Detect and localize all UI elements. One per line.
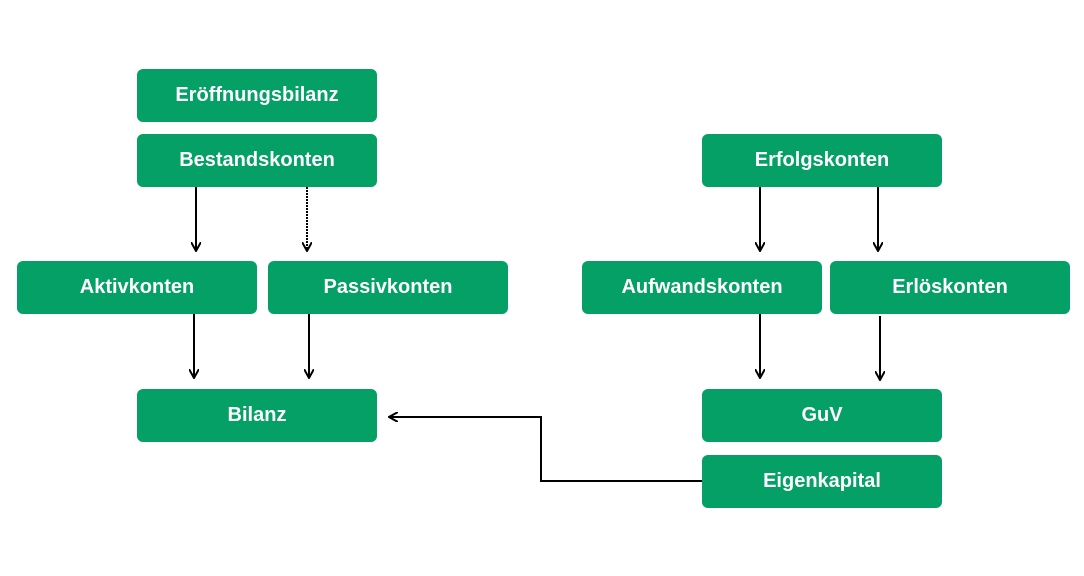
node-bilanz: Bilanz xyxy=(137,389,377,442)
node-eroeffnungsbilanz: Eröffnungsbilanz xyxy=(137,69,377,122)
node-bestandskonten: Bestandskonten xyxy=(137,134,377,187)
node-aufwandskonten: Aufwandskonten xyxy=(582,261,822,314)
arrow-eigenkapital-to-bilanz xyxy=(390,417,703,482)
node-guv: GuV xyxy=(702,389,942,442)
node-aktivkonten: Aktivkonten xyxy=(17,261,257,314)
node-eigenkapital: Eigenkapital xyxy=(702,455,942,508)
node-erfolgskonten: Erfolgskonten xyxy=(702,134,942,187)
node-passivkonten: Passivkonten xyxy=(268,261,508,314)
node-erloeskonten: Erlöskonten xyxy=(830,261,1070,314)
